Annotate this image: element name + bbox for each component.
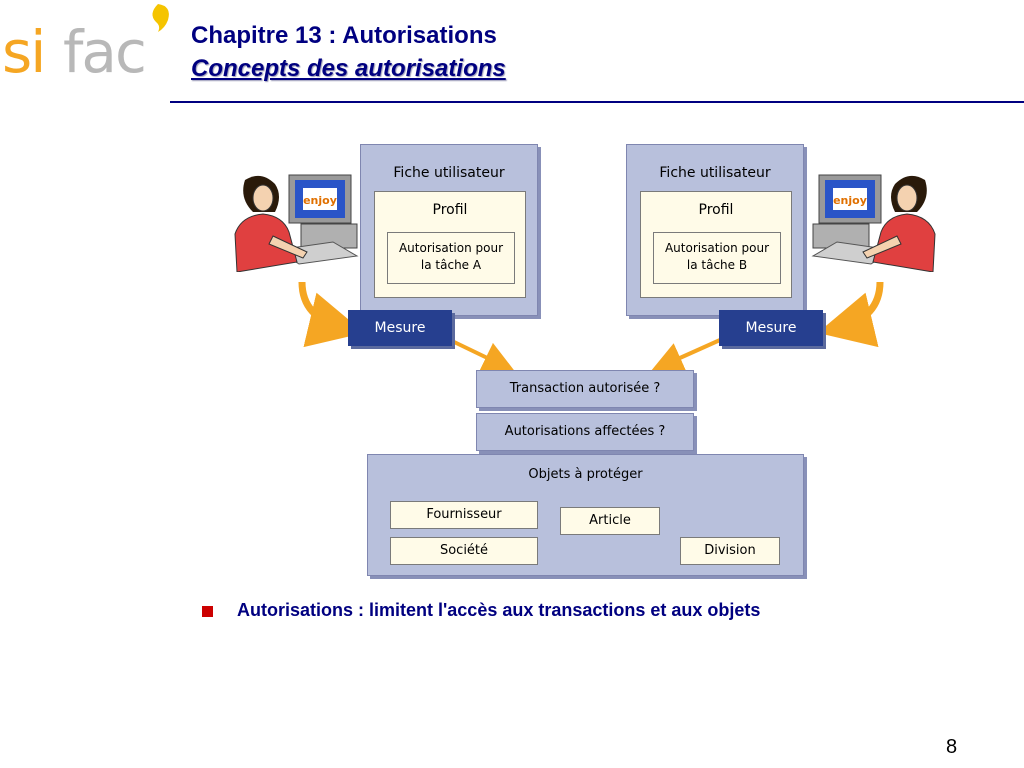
bullet-text: Autorisations : limitent l'accès aux tra…: [237, 600, 761, 620]
user-record-right: Fiche utilisateur Profil Autorisation po…: [626, 144, 804, 316]
arrow-right-user: [817, 281, 884, 348]
authorization-line1: Autorisation pour: [398, 241, 504, 255]
authorization-line1: Autorisation pour: [664, 241, 770, 255]
svg-text:si: si: [2, 18, 44, 86]
header-divider: [170, 101, 1024, 103]
arrow-left-mesure: [449, 338, 515, 372]
user-record-left: Fiche utilisateur Profil Autorisation po…: [360, 144, 538, 316]
profile-label: Profil: [698, 202, 734, 218]
svg-text:fac: fac: [63, 18, 145, 86]
object-article: Article: [560, 507, 660, 535]
chapter-title: Chapitre 13 : Autorisations: [191, 22, 497, 49]
user-record-label: Fiche utilisateur: [659, 165, 771, 181]
authorization-box-left: Autorisation pour la tâche A: [387, 232, 515, 284]
object-fournisseur: Fournisseur: [390, 501, 538, 529]
authorization-line2: la tâche B: [686, 258, 748, 272]
page-number: 8: [946, 736, 958, 758]
protected-objects-panel: Objets à protéger Fournisseur Article So…: [367, 454, 804, 576]
bullet-square-icon: [202, 606, 213, 617]
sifac-logo: si fac: [2, 4, 169, 86]
authorizations-check-box: Autorisations affectées ?: [476, 413, 694, 451]
object-division: Division: [680, 537, 780, 565]
authorization-box-right: Autorisation pour la tâche B: [653, 232, 781, 284]
user-record-label: Fiche utilisateur: [393, 165, 505, 181]
transaction-check-box: Transaction autorisée ?: [476, 370, 694, 408]
user-at-computer-left-icon: enjoy: [234, 174, 359, 272]
authorization-line2: la tâche A: [420, 258, 482, 272]
profile-box-left: Profil Autorisation pour la tâche A: [374, 191, 526, 298]
user-at-computer-right-icon: enjoy: [811, 174, 936, 272]
transaction-check-label: Transaction autorisée ?: [509, 381, 661, 396]
authorization-diagram: enjoy enjoy Fiche utilisateur Profil Aut…: [230, 140, 940, 585]
svg-text:enjoy: enjoy: [303, 194, 337, 207]
section-subtitle: Concepts des autorisations: [191, 55, 506, 82]
mesure-box-right: Mesure: [719, 310, 823, 346]
svg-text:enjoy: enjoy: [833, 194, 867, 207]
mesure-box-left: Mesure: [348, 310, 452, 346]
arrow-right-mesure: [651, 338, 721, 373]
profile-label: Profil: [432, 202, 468, 218]
object-societe: Société: [390, 537, 538, 565]
objects-title: Objets à protéger: [528, 467, 643, 482]
profile-box-right: Profil Autorisation pour la tâche B: [640, 191, 792, 298]
flow-arrows: [298, 281, 884, 373]
arrow-left-user: [298, 281, 365, 348]
authorizations-check-label: Autorisations affectées ?: [504, 424, 666, 439]
